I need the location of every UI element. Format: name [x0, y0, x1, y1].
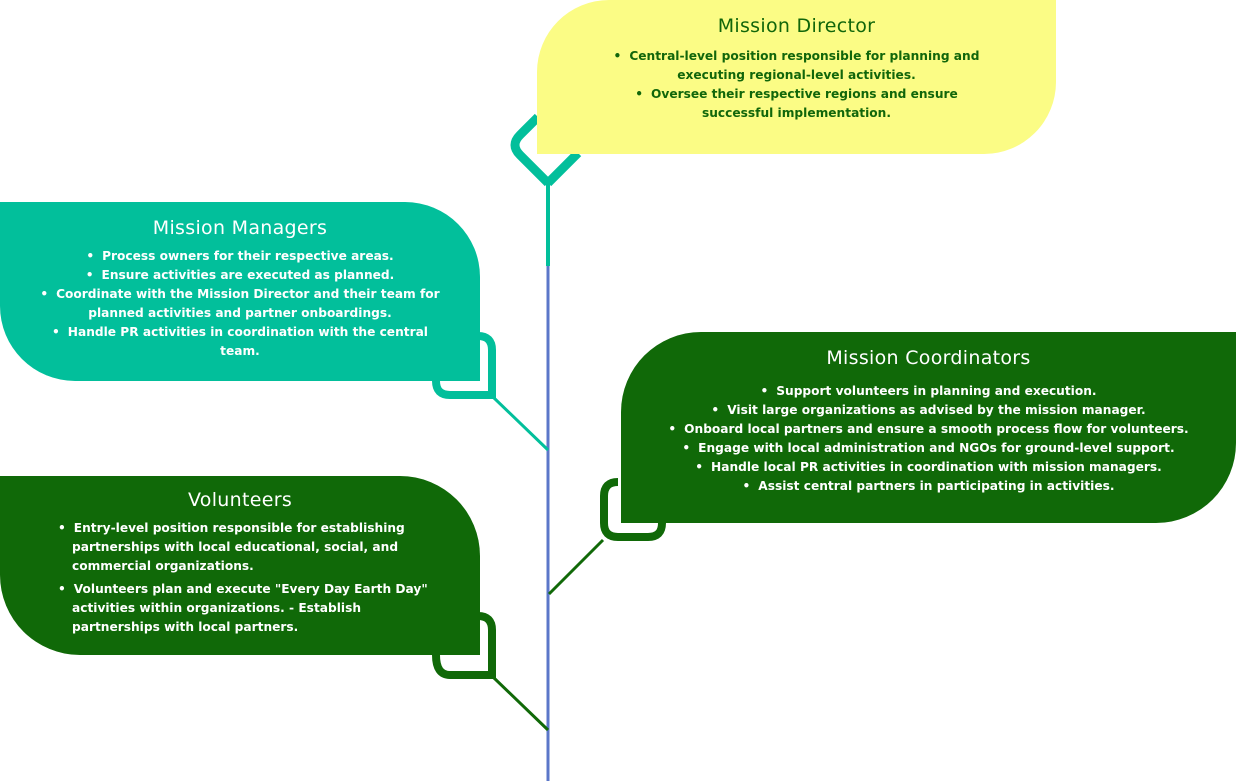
- bullet-point: Handle local PR activities in coordinati…: [651, 458, 1206, 477]
- coordinators-branch: [547, 538, 605, 596]
- bullet-point: Central-level position responsible for p…: [607, 47, 986, 85]
- volunteers-hook: [432, 612, 496, 679]
- mission-director-card: Mission Director Central-level position …: [537, 0, 1056, 154]
- bullet-point: Coordinate with the Mission Director and…: [40, 285, 440, 323]
- bullet-point: Onboard local partners and ensure a smoo…: [651, 420, 1206, 439]
- director-hook: [510, 113, 552, 187]
- coordinators-hook: [600, 478, 666, 541]
- card-points: Support volunteers in planning and execu…: [621, 382, 1236, 496]
- card-points: Entry-level position responsible for est…: [0, 519, 480, 637]
- mission-coordinators-card: Mission Coordinators Support volunteers …: [621, 332, 1236, 523]
- bullet-point: Volunteers plan and execute "Every Day E…: [58, 580, 430, 637]
- card-title: Volunteers: [187, 489, 293, 511]
- bullet-point: Support volunteers in planning and execu…: [651, 382, 1206, 401]
- bullet-point: Oversee their respective regions and ens…: [607, 85, 986, 123]
- volunteers-branch: [491, 675, 550, 732]
- card-title: Mission Director: [717, 15, 876, 37]
- volunteers-card: Volunteers Entry-level position responsi…: [0, 476, 480, 655]
- card-points: Central-level position responsible for p…: [537, 47, 1056, 123]
- card-title: Mission Coordinators: [826, 347, 1031, 369]
- managers-hook: [432, 332, 496, 399]
- bullet-point: Ensure activities are executed as planne…: [40, 266, 440, 285]
- bullet-point: Handle PR activities in coordination wit…: [40, 323, 440, 361]
- managers-branch: [491, 395, 550, 452]
- bullet-point: Engage with local administration and NGO…: [651, 439, 1206, 458]
- card-title: Mission Managers: [152, 217, 328, 239]
- bullet-point: Visit large organizations as advised by …: [651, 401, 1206, 420]
- bullet-point: Assist central partners in participating…: [651, 477, 1206, 496]
- bullet-point: Entry-level position responsible for est…: [58, 519, 430, 576]
- bullet-point: Process owners for their respective area…: [40, 247, 440, 266]
- card-points: Process owners for their respective area…: [0, 247, 480, 361]
- mission-managers-card: Mission Managers Process owners for thei…: [0, 202, 480, 381]
